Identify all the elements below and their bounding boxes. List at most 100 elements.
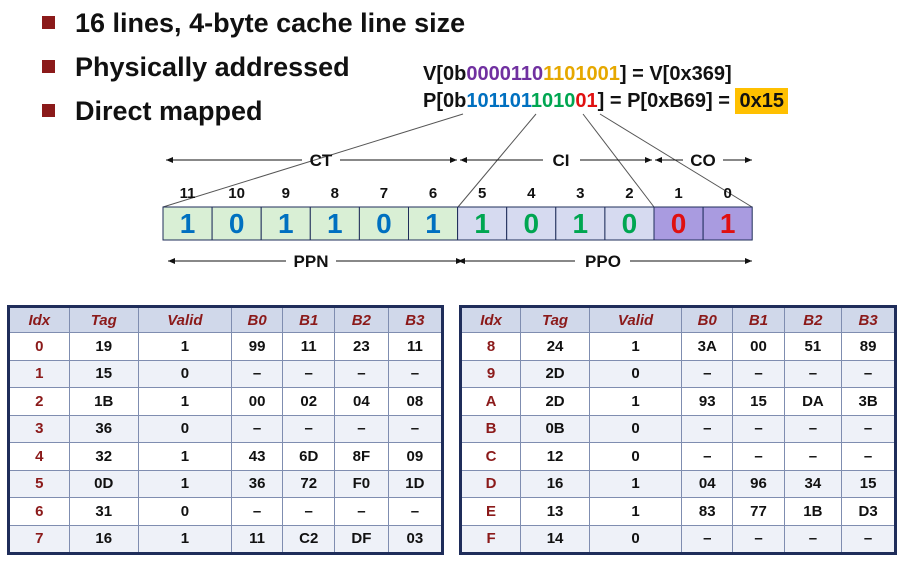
table-cell-b3: 09 xyxy=(387,442,444,471)
table-cell-tag: 32 xyxy=(68,442,139,471)
bit-value: 0 xyxy=(376,208,392,239)
table-cell-tag: 2D xyxy=(520,359,590,388)
table-cell-valid: 0 xyxy=(588,524,683,554)
table-cell-b1: – xyxy=(282,497,336,526)
bit-box xyxy=(457,206,508,241)
table-cell-idx: A xyxy=(459,387,522,416)
column-header-b2: B2 xyxy=(334,306,389,333)
table-cell-idx: 3 xyxy=(8,414,70,443)
eq-suffix: ] = V[0x369] xyxy=(619,63,732,85)
table-cell-b1: – xyxy=(732,442,785,471)
table-cell-b2: DA xyxy=(783,387,843,416)
bit-box xyxy=(702,206,753,241)
table-cell-b2: – xyxy=(334,359,389,388)
table-cell-b3: – xyxy=(841,442,896,471)
table-cell-tag: 13 xyxy=(520,497,590,526)
table-cell-b0: 3A xyxy=(681,332,734,361)
eq-prefix: V[0b xyxy=(423,63,467,85)
table-cell-b0: – xyxy=(681,524,734,554)
column-header-b0: B0 xyxy=(681,306,734,333)
bit-value: 1 xyxy=(327,208,343,239)
eq-prefix: P[0b xyxy=(423,90,467,112)
bit-number-label: 1 xyxy=(674,185,682,202)
table-cell-b3: D3 xyxy=(841,497,896,526)
table-cell-b1: – xyxy=(282,414,336,443)
table-cell-valid: 1 xyxy=(137,524,232,554)
table-cell-b2: 51 xyxy=(783,332,843,361)
table-cell-b1: – xyxy=(732,524,785,554)
table-cell-b3: – xyxy=(841,524,896,554)
bullet-item: 16 lines, 4-byte cache line size xyxy=(42,8,465,39)
table-cell-b2: 1B xyxy=(783,497,843,526)
table-cell-tag: 16 xyxy=(68,524,139,554)
table-cell-tag: 24 xyxy=(520,332,590,361)
table-cell-idx: 5 xyxy=(8,469,70,498)
table-cell-valid: 1 xyxy=(588,497,683,526)
eq-bits-gold: 1101001 xyxy=(543,63,620,85)
table-cell-valid: 0 xyxy=(137,359,232,388)
table-cell-idx: 9 xyxy=(459,359,522,388)
table-cell-b1: – xyxy=(732,414,785,443)
table-cell-valid: 1 xyxy=(588,469,683,498)
table-cell-tag: 14 xyxy=(520,524,590,554)
bit-value: 1 xyxy=(573,208,589,239)
table-cell-b1: 77 xyxy=(732,497,785,526)
table-cell-b1: 72 xyxy=(282,469,336,498)
eq-bits-green: 1010 xyxy=(530,90,576,112)
table-cell-b2: DF xyxy=(334,524,389,554)
table-cell-tag: 1B xyxy=(68,387,139,416)
table-cell-b1: 02 xyxy=(282,387,336,416)
bit-number-label: 5 xyxy=(478,185,486,202)
column-header-tag: Tag xyxy=(520,306,590,333)
bit-number-label: 10 xyxy=(228,185,245,202)
bullet-text: Direct mapped xyxy=(75,96,263,126)
bit-number-label: 6 xyxy=(429,185,437,202)
column-header-valid: Valid xyxy=(588,306,683,333)
table-cell-b0: 36 xyxy=(230,469,284,498)
field-label-ppo: PPO xyxy=(585,252,621,271)
bit-value: 0 xyxy=(671,208,687,239)
table-cell-idx: 7 xyxy=(8,524,70,554)
table-cell-b3: – xyxy=(387,497,444,526)
table-cell-b0: – xyxy=(230,414,284,443)
table-cell-b2: – xyxy=(783,442,843,471)
table-cell-b3: 03 xyxy=(387,524,444,554)
table-cell-tag: 36 xyxy=(68,414,139,443)
table-cell-idx: 0 xyxy=(8,332,70,361)
connector-line xyxy=(162,113,464,208)
table-cell-b1: 15 xyxy=(732,387,785,416)
table-cell-idx: 6 xyxy=(8,497,70,526)
bit-box xyxy=(260,206,311,241)
table-cell-idx: E xyxy=(459,497,522,526)
table-cell-valid: 0 xyxy=(137,497,232,526)
table-cell-b0: 83 xyxy=(681,497,734,526)
table-cell-b2: 34 xyxy=(783,469,843,498)
table-cell-idx: 1 xyxy=(8,359,70,388)
table-cell-tag: 2D xyxy=(520,387,590,416)
table-cell-b2: 8F xyxy=(334,442,389,471)
column-header-idx: Idx xyxy=(459,306,522,333)
table-cell-b2: F0 xyxy=(334,469,389,498)
table-cell-b1: – xyxy=(282,359,336,388)
bit-number-label: 2 xyxy=(625,185,633,202)
table-cell-b2: – xyxy=(334,414,389,443)
field-label-ppn: PPN xyxy=(294,252,329,271)
bit-number-label: 4 xyxy=(527,185,536,202)
bit-number-label: 11 xyxy=(180,185,196,202)
column-header-b0: B0 xyxy=(230,306,284,333)
bit-number-label: 8 xyxy=(331,185,339,202)
table-cell-b3: – xyxy=(387,359,444,388)
table-cell-b1: – xyxy=(732,359,785,388)
